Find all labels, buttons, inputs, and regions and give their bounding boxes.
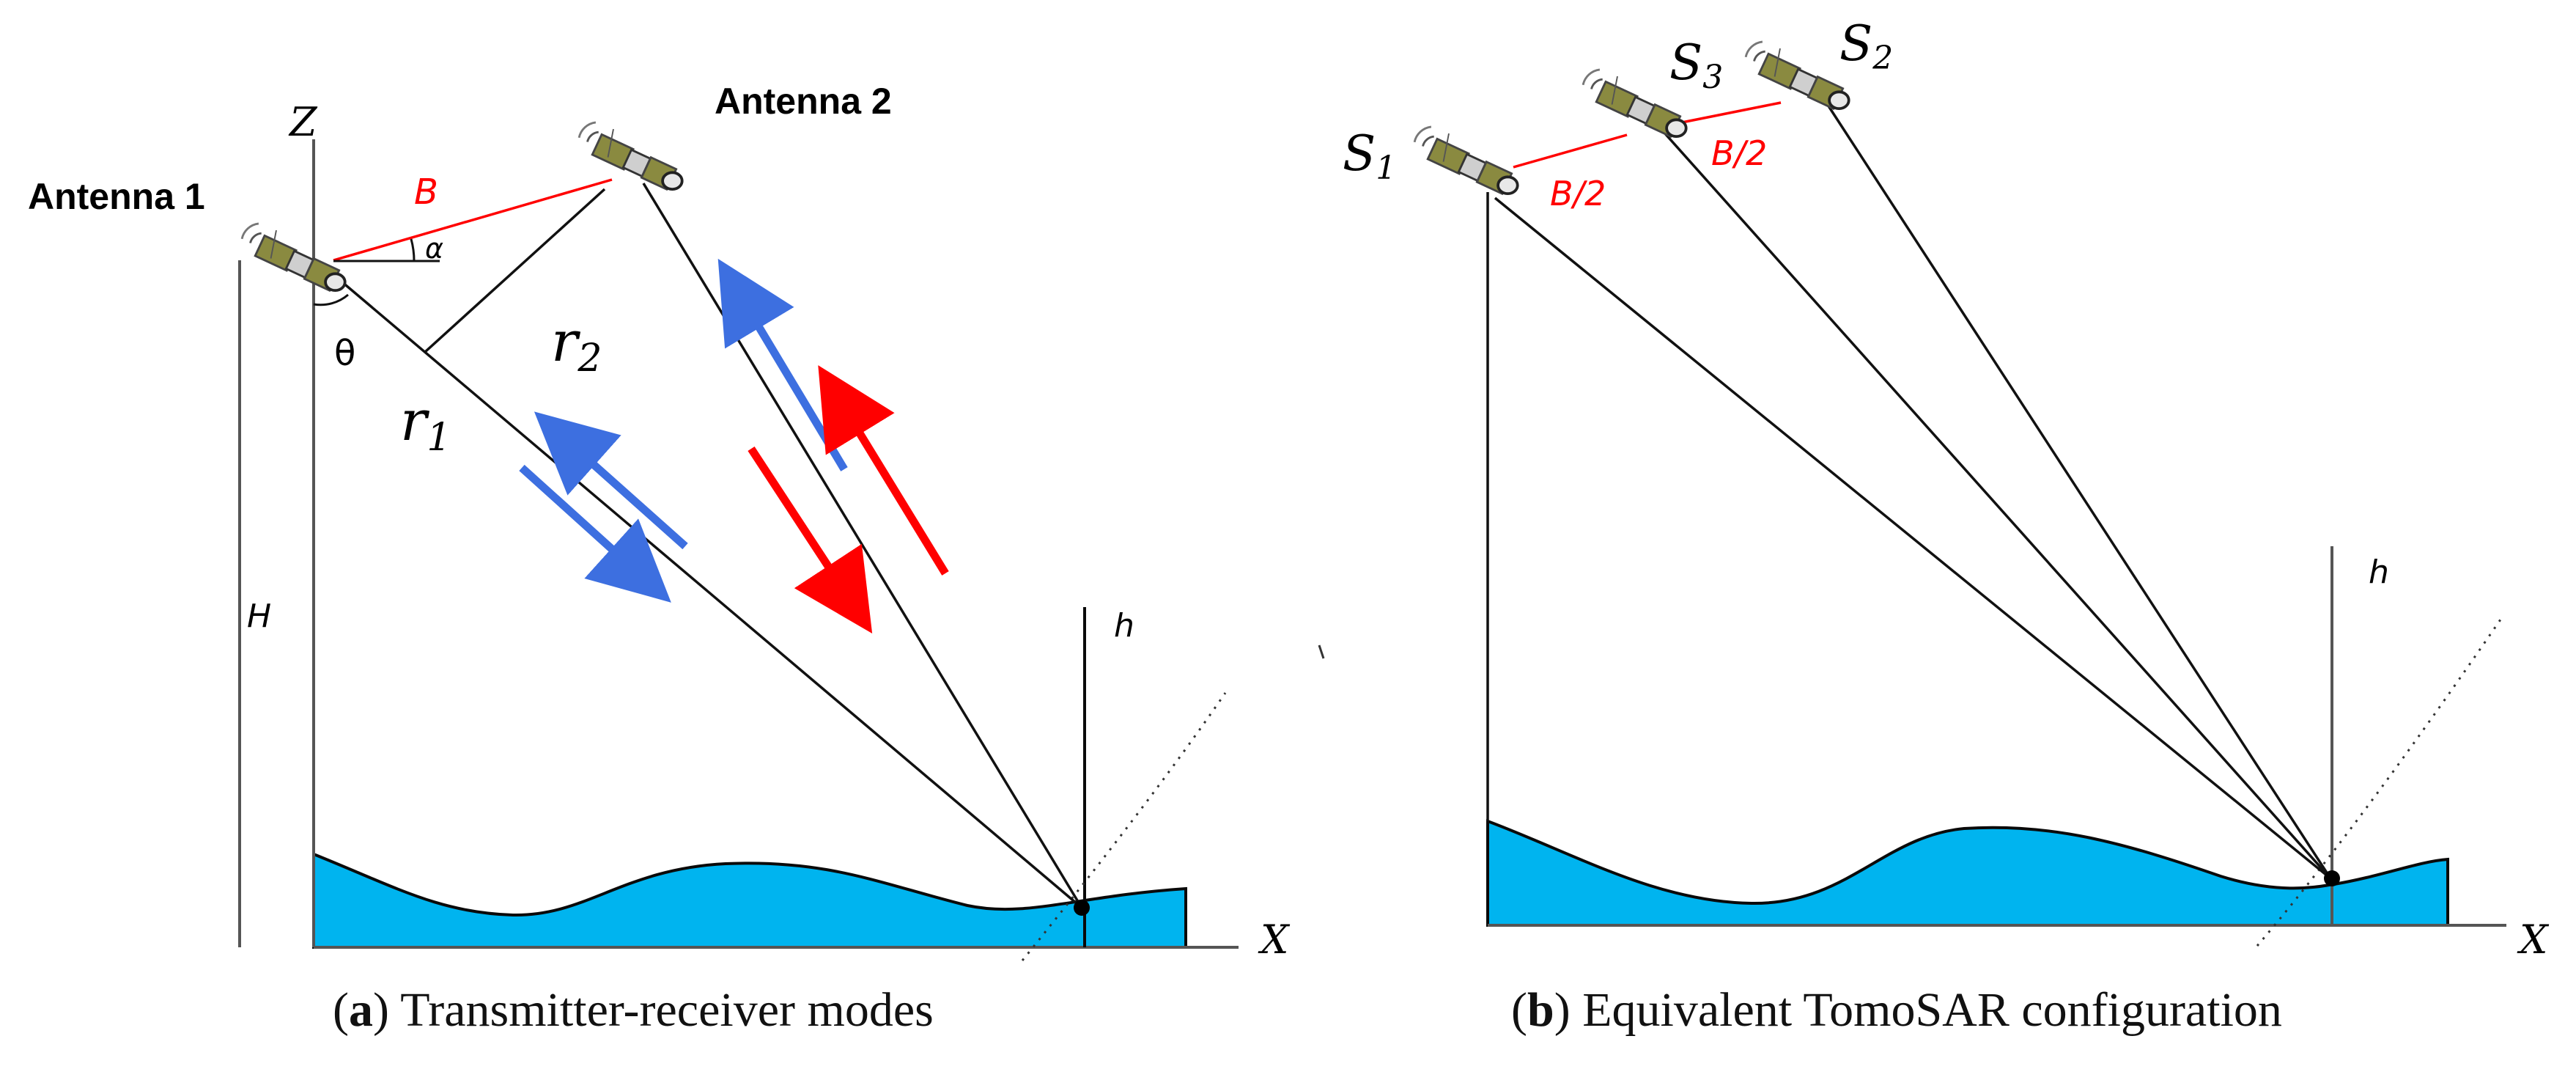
- baseline-s1-s3: [1513, 133, 1628, 169]
- ground-surface-b: [1486, 819, 2449, 927]
- half-baseline-label-2: B/2: [1711, 133, 1767, 173]
- antenna-1-label: Antenna 1: [28, 176, 205, 217]
- panel-b: S1 S3 S2 B/2 B/2 h X: [1343, 15, 2550, 963]
- panel-a: Antenna 1 Antenna 2 Z X B α θ H h r1 r2: [28, 81, 1325, 963]
- z-axis-label: Z: [288, 99, 318, 145]
- range-line-s3: [1662, 131, 2332, 880]
- x-axis-label-a: X: [1258, 916, 1291, 963]
- x-axis-label-b: X: [2517, 916, 2550, 963]
- caption-a: (a) Transmitter-receiver modes: [333, 983, 934, 1037]
- arrow-red-down: [748, 446, 873, 634]
- theta-label: θ: [334, 333, 355, 374]
- caption-b-letter: b: [1527, 983, 1554, 1037]
- height-h-label-b: h: [2369, 554, 2389, 591]
- height-h-label-a: h: [1114, 607, 1134, 644]
- theta-arc: [313, 293, 349, 306]
- range-line-s2: [1825, 102, 2332, 879]
- alpha-arc: [410, 238, 416, 262]
- path-difference-line: [424, 188, 606, 353]
- satellite-s1: [1413, 125, 1519, 196]
- baseline-B: [333, 178, 613, 262]
- ground-surface-a: [312, 852, 1187, 949]
- antenna-2-label: Antenna 2: [715, 81, 892, 122]
- range-line-r2: [642, 183, 1083, 908]
- arrow-blue-up-1: [534, 411, 688, 550]
- baseline-s3-s2: [1678, 101, 1782, 125]
- arrow-blue-up-2: [717, 258, 848, 471]
- s1-label: S1: [1343, 125, 1396, 187]
- target-point-b: [2324, 870, 2340, 886]
- height-H-label: H: [247, 598, 271, 635]
- target-point-a: [1074, 900, 1090, 916]
- satellite-antenna-2: [577, 120, 684, 191]
- half-baseline-label-1: B/2: [1550, 174, 1606, 213]
- caption-b: (b) Equivalent TomoSAR configuration: [1511, 983, 2282, 1037]
- range-line-r1: [321, 264, 1083, 909]
- arrow-red-up: [818, 365, 949, 576]
- caption-b-text: Equivalent TomoSAR configuration: [1582, 983, 2282, 1037]
- alpha-label: α: [425, 232, 443, 265]
- s3-label: S3: [1669, 34, 1723, 96]
- satellite-antenna-1: [240, 221, 347, 293]
- r1-label: r1: [400, 388, 451, 460]
- satellite-s2: [1744, 40, 1850, 111]
- caption-a-text: Transmitter-receiver modes: [400, 983, 934, 1037]
- dotted-tick-a: [1318, 644, 1325, 659]
- caption-a-letter: a: [348, 983, 373, 1037]
- r2-label: r2: [551, 309, 602, 381]
- s2-label: S2: [1839, 15, 1893, 77]
- baseline-label: B: [414, 172, 438, 213]
- range-line-s1: [1494, 196, 2332, 880]
- arrow-blue-down-1: [519, 464, 671, 603]
